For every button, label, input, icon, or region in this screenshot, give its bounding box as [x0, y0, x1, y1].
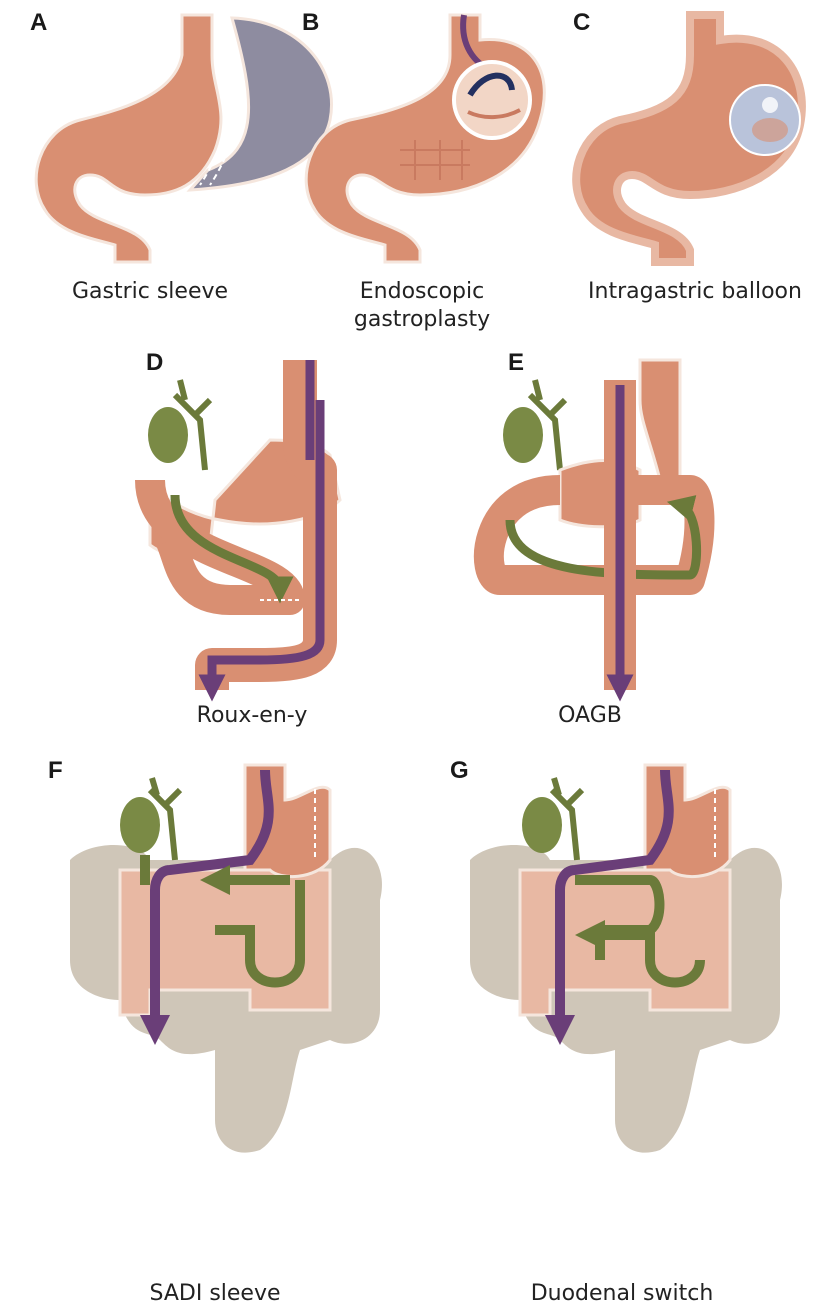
stomach-sleeve-f	[245, 765, 330, 877]
panel-letter-b: B	[302, 9, 319, 36]
caption-a: Gastric sleeve	[72, 279, 228, 304]
pouch-staples-d	[330, 370, 368, 450]
stomach-illustration-c	[576, 15, 802, 262]
caption-d: Roux-en-y	[197, 703, 308, 728]
stomach-pouch-e	[640, 360, 680, 480]
stomach-sleeve-g	[645, 765, 730, 877]
gallbladder-e	[503, 380, 565, 470]
caption-c: Intragastric balloon	[588, 279, 802, 304]
caption-g: Duodenal switch	[531, 1281, 714, 1306]
panel-letter-c: C	[573, 9, 590, 36]
caption-e: OAGB	[558, 703, 622, 728]
panel-letter-a: A	[30, 9, 47, 36]
panel-b: B Endoscopic gastroplasty	[302, 9, 544, 332]
panel-letter-g: G	[450, 757, 469, 784]
caption-f: SADI sleeve	[149, 1281, 280, 1306]
panel-letter-d: D	[146, 349, 163, 376]
panel-e: E OAGB	[489, 349, 700, 728]
stomach-illustration-b	[306, 15, 544, 262]
panel-g: G Duodenal switch	[450, 757, 782, 1306]
panel-a: A Gastric sleeve	[30, 9, 332, 304]
panel-letter-f: F	[48, 757, 63, 784]
gallbladder-g	[522, 778, 582, 860]
stomach-illustration-a	[36, 15, 331, 262]
panel-f: F SADI sleeve	[48, 757, 382, 1306]
panel-d: D Roux-en-y	[146, 349, 368, 728]
caption-b-line-2: gastroplasty	[354, 307, 490, 332]
caption-b-line-1: Endoscopic	[360, 279, 484, 304]
panel-c: C Intragastric balloon	[573, 9, 802, 304]
gallbladder-f	[120, 778, 180, 860]
gallbladder-d	[148, 380, 210, 470]
panel-letter-e: E	[508, 349, 524, 376]
